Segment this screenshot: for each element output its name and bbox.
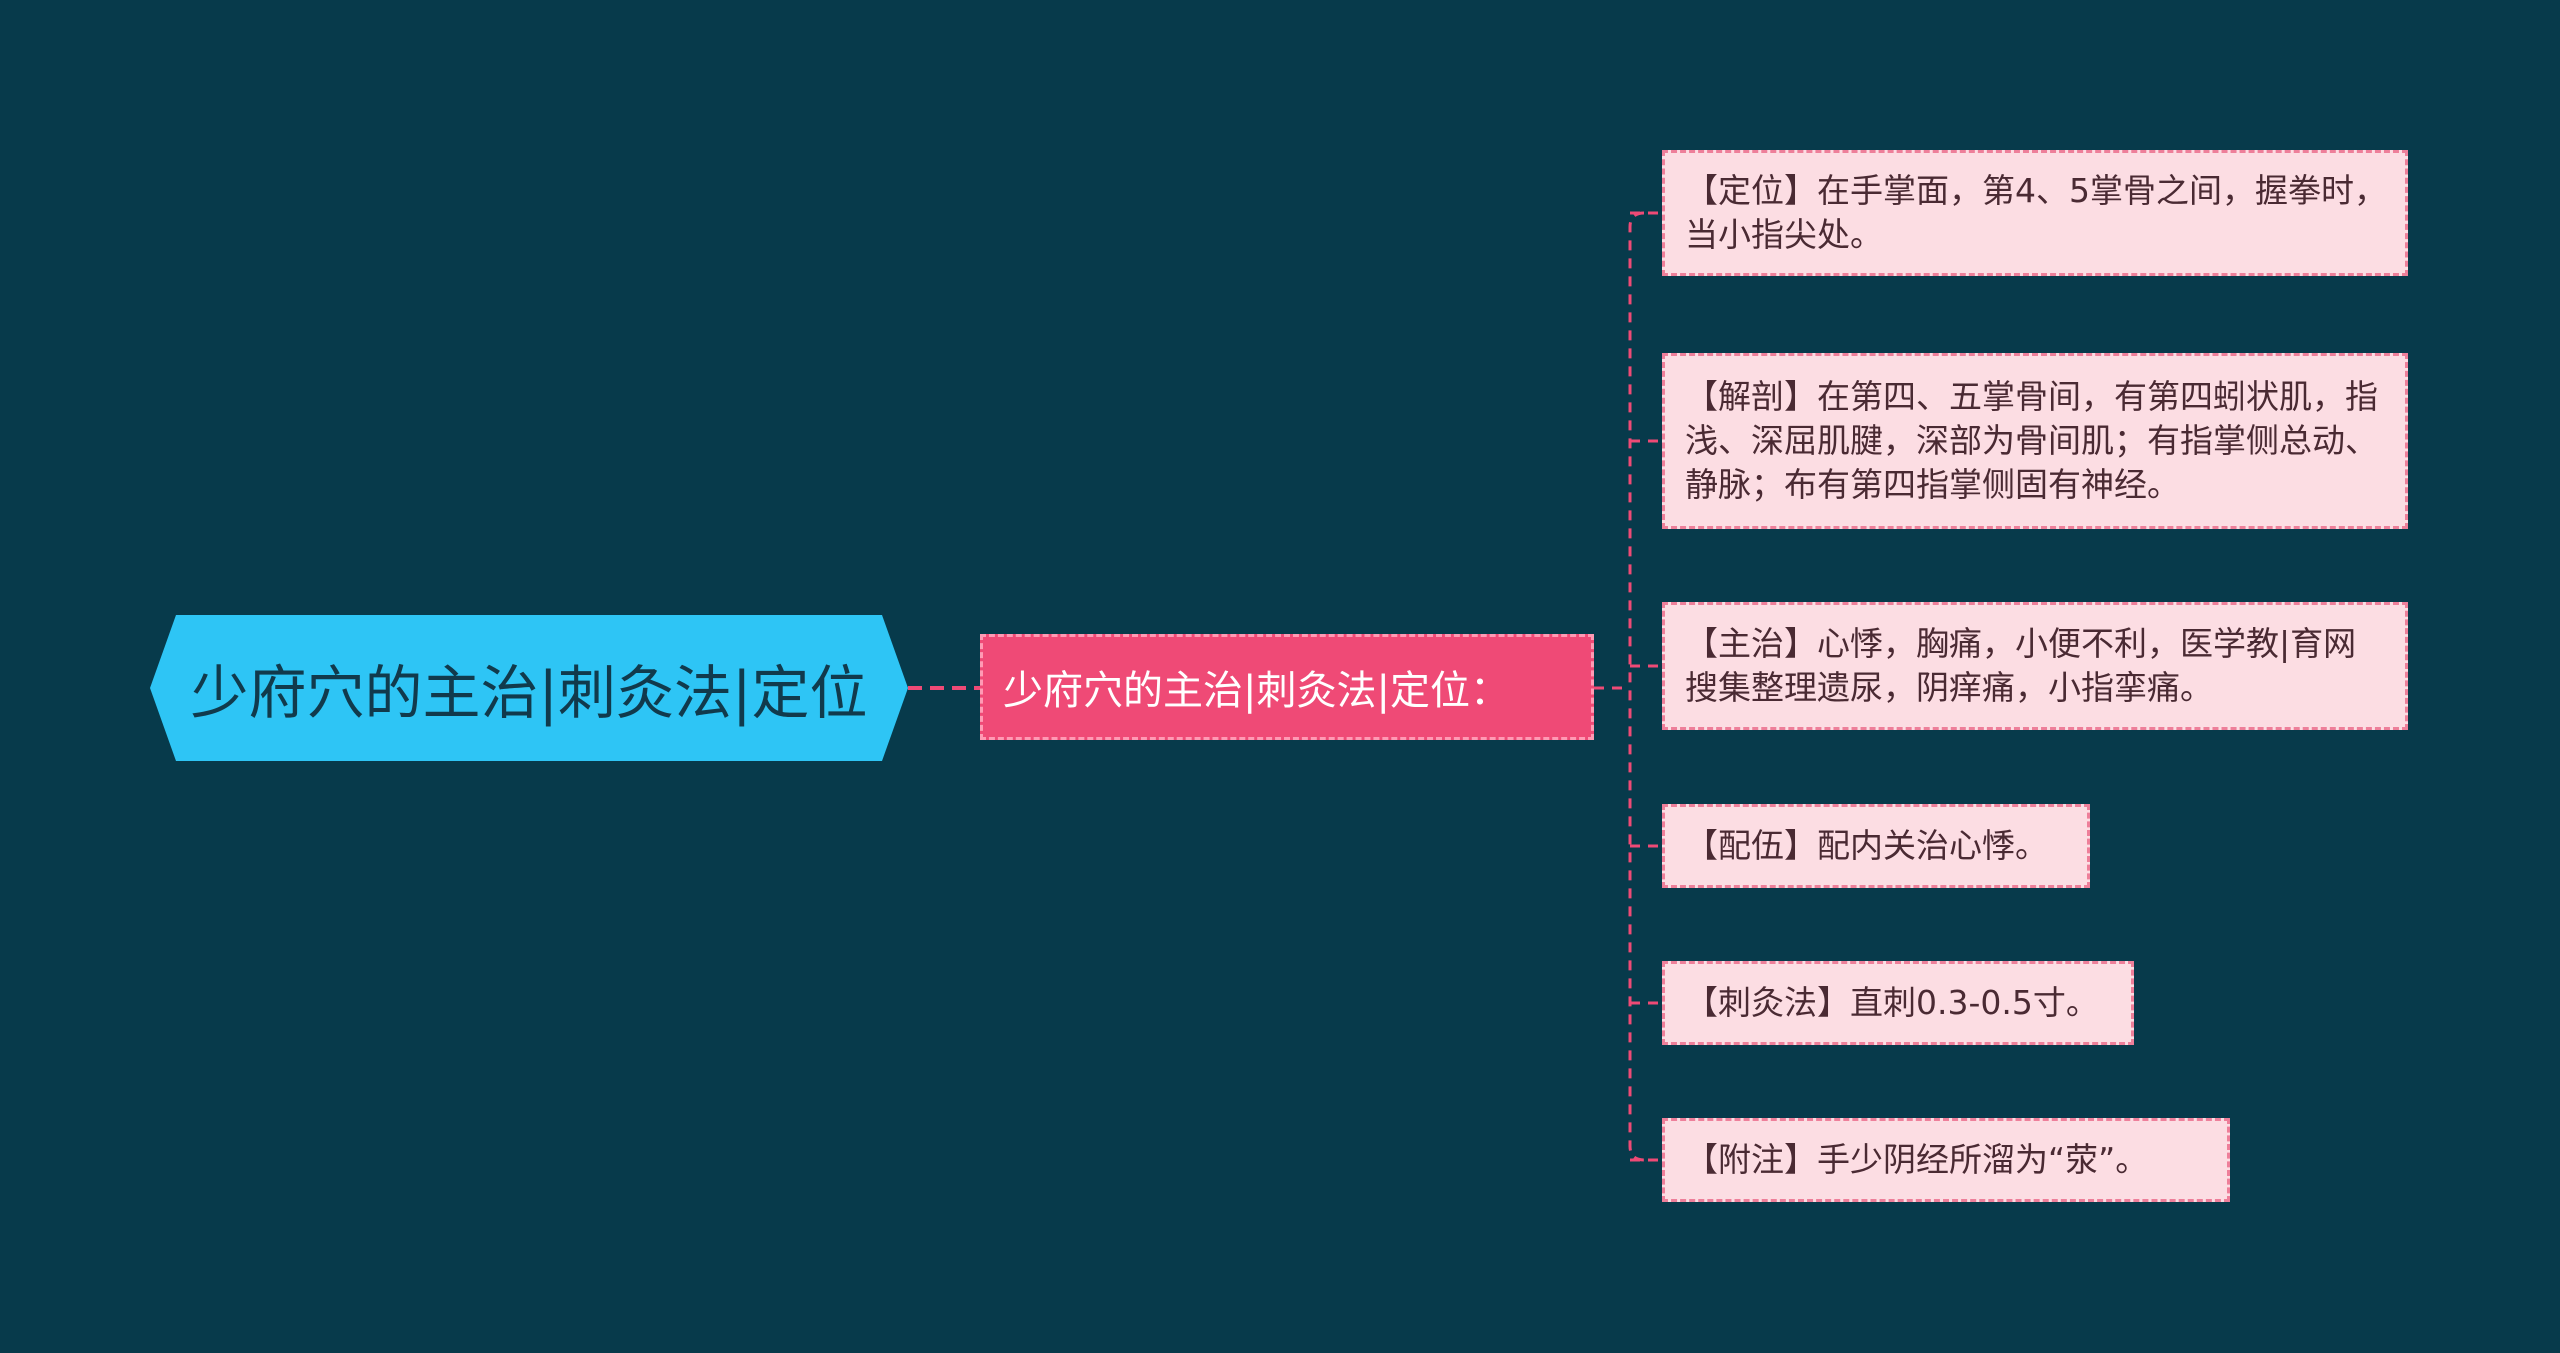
leaf-text: 【定位】在手掌面，第4、5掌骨之间，握拳时，当小指尖处。 (1685, 171, 2387, 254)
root-topic-label: 少府穴的主治|刺灸法|定位 (190, 659, 868, 727)
leaf-node-location[interactable]: 【定位】在手掌面，第4、5掌骨之间，握拳时，当小指尖处。 (1662, 150, 2408, 276)
subtopic-label: 少府穴的主治|刺灸法|定位： (1003, 668, 1510, 714)
leaf-text: 【配伍】配内关治心悸。 (1685, 826, 2048, 865)
root-topic-node[interactable]: 少府穴的主治|刺灸法|定位 (150, 615, 908, 761)
trunk-line (1628, 211, 1645, 1162)
leaf-node-combination[interactable]: 【配伍】配内关治心悸。 (1662, 804, 2090, 888)
leaf-text: 【附注】手少阴经所溜为“荥”。 (1685, 1140, 2149, 1179)
leaf-node-note[interactable]: 【附注】手少阴经所溜为“荥”。 (1662, 1118, 2230, 1202)
subtopic-node[interactable]: 少府穴的主治|刺灸法|定位： (980, 634, 1594, 740)
leaf-text: 【主治】心悸，胸痛，小便不利，医学教|育网搜集整理遗尿，阴痒痛，小指挛痛。 (1685, 624, 2357, 707)
leaf-node-indications[interactable]: 【主治】心悸，胸痛，小便不利，医学教|育网搜集整理遗尿，阴痒痛，小指挛痛。 (1662, 602, 2408, 730)
leaf-text: 【解剖】在第四、五掌骨间，有第四蚓状肌，指浅、深屈肌腱，深部为骨间肌；有指掌侧总… (1685, 377, 2378, 504)
leaf-text: 【刺灸法】直刺0.3-0.5寸。 (1685, 983, 2099, 1022)
leaf-node-anatomy[interactable]: 【解剖】在第四、五掌骨间，有第四蚓状肌，指浅、深屈肌腱，深部为骨间肌；有指掌侧总… (1662, 353, 2408, 529)
leaf-node-acupuncture-method[interactable]: 【刺灸法】直刺0.3-0.5寸。 (1662, 961, 2134, 1045)
